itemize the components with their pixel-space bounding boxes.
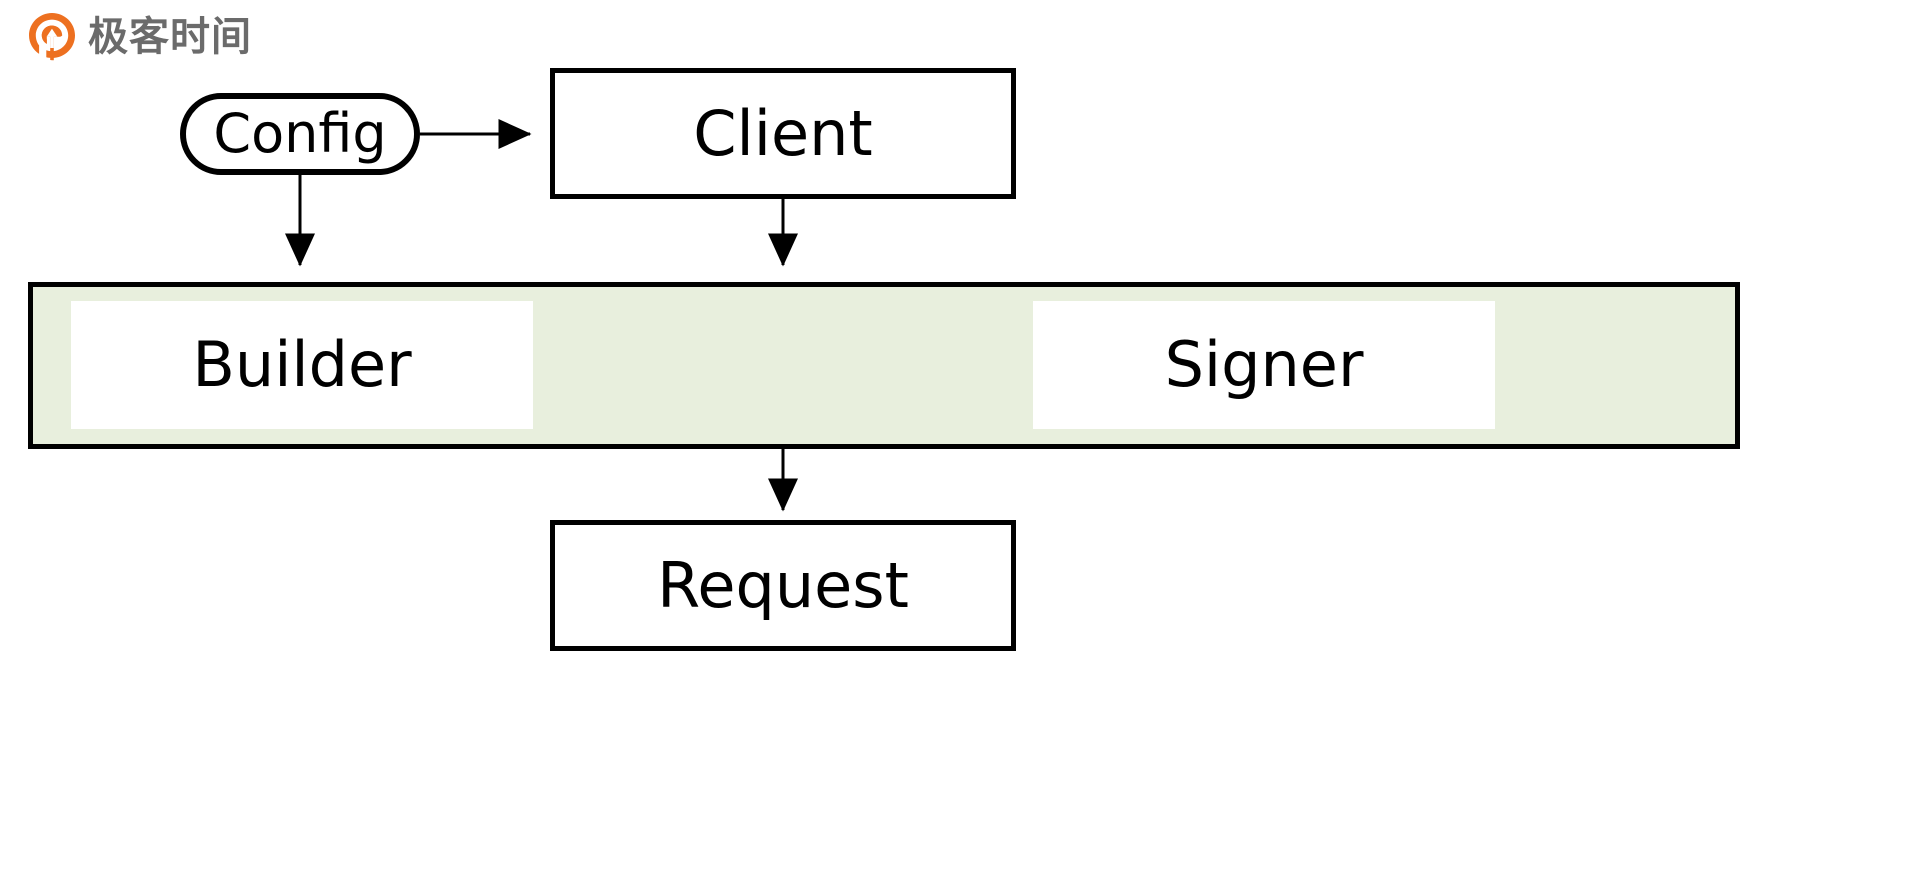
node-config[interactable]: Config	[180, 93, 420, 175]
node-client[interactable]: Client	[550, 68, 1016, 199]
node-request[interactable]: Request	[550, 520, 1016, 651]
node-signer[interactable]: Signer	[1033, 301, 1495, 429]
brand-name: 极客时间	[88, 14, 252, 60]
geektime-circle-arrow-icon	[29, 13, 75, 61]
brand-logo: 极客时间	[28, 12, 252, 62]
node-builder[interactable]: Builder	[71, 301, 533, 429]
builder-signer-group: Builder Signer	[28, 282, 1740, 449]
